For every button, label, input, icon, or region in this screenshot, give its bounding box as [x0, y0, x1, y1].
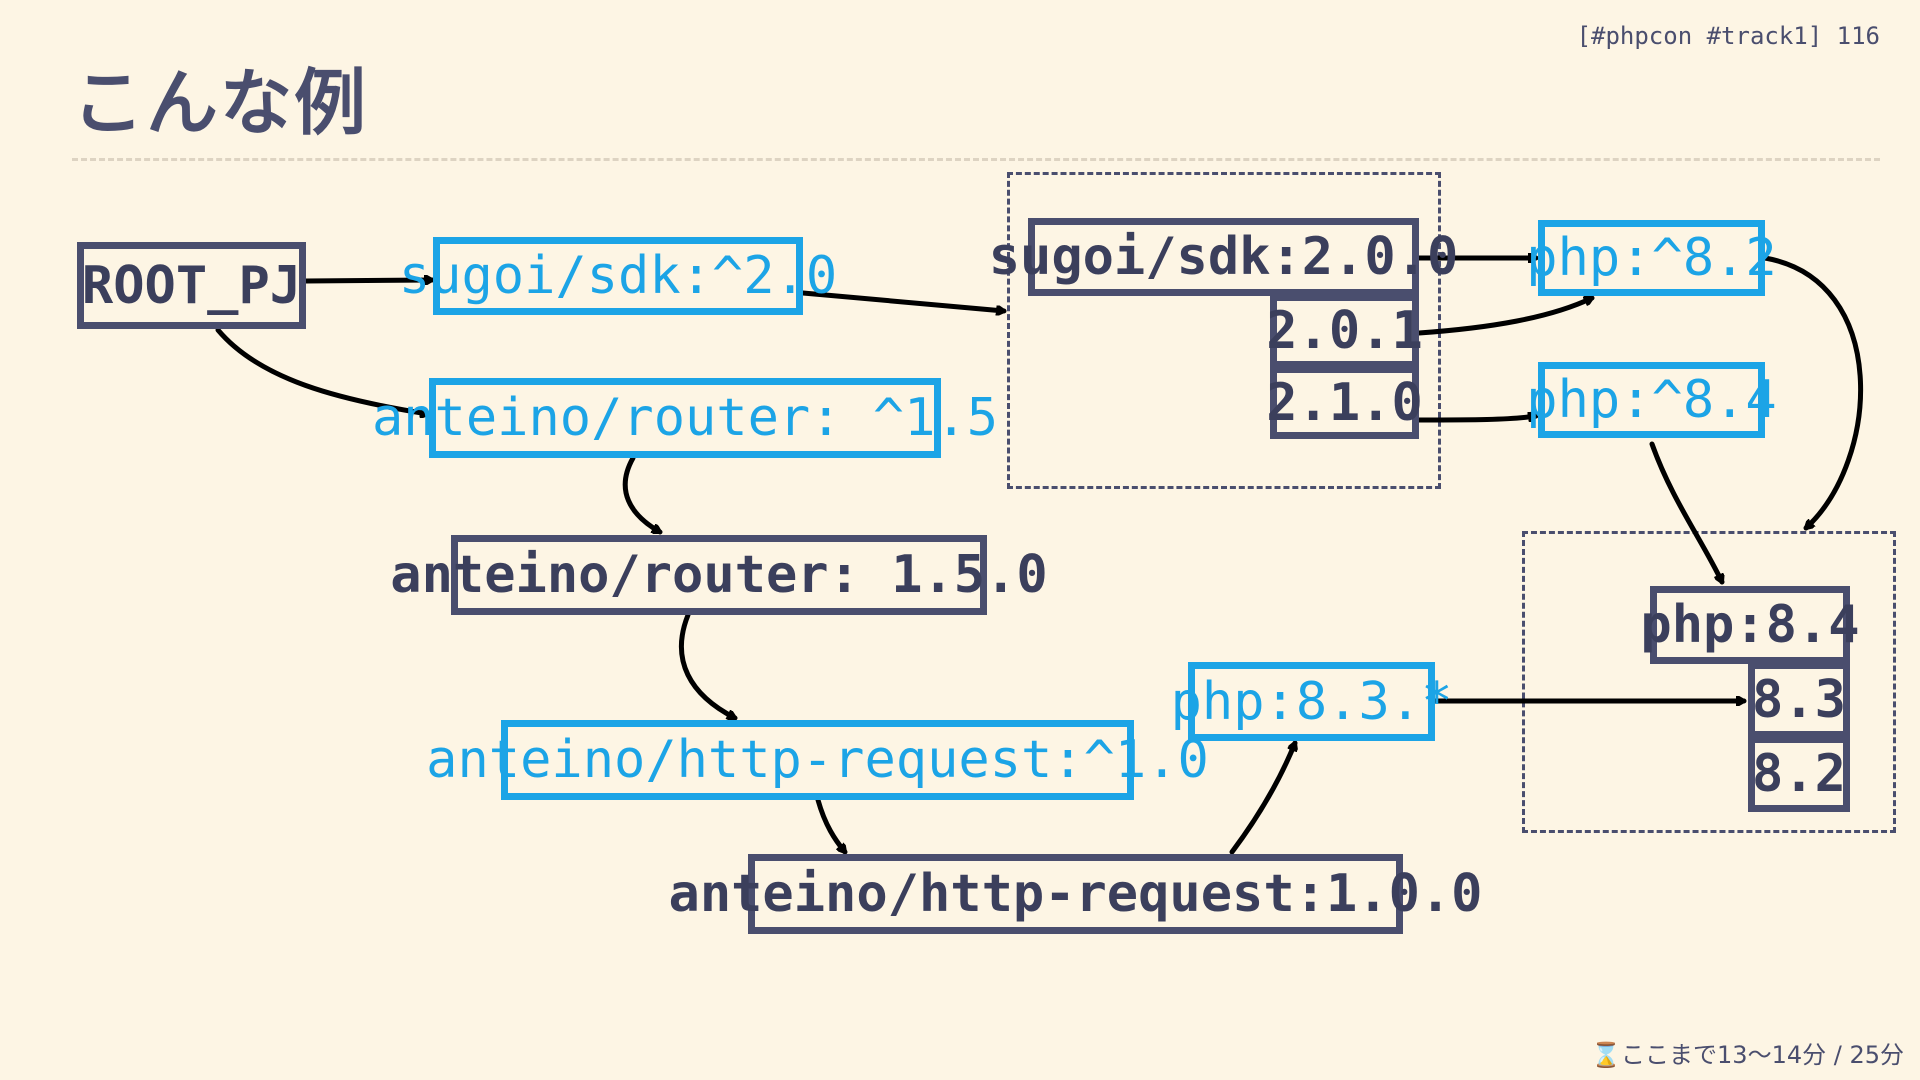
php82-constraint-node: php:^8.2 — [1526, 220, 1777, 296]
arrow-sugoi-req-to-group — [800, 290, 1007, 311]
router-constraint-node: anteino/router: ^1.5 — [372, 378, 998, 458]
php83-constraint-node: php:8.3.* — [1171, 662, 1452, 741]
sugoi-sdk-constraint-node: sugoi/sdk:^2.0 — [399, 237, 837, 315]
php84-resolved-node: php:8.4 — [1640, 586, 1860, 664]
php-versions-group — [1522, 531, 1896, 833]
arrow-router-req-to-res — [622, 455, 663, 535]
router-resolved-node: anteino/router: 1.5.0 — [390, 535, 1048, 615]
http-request-constraint-node: anteino/http-request:^1.0 — [426, 720, 1209, 800]
sugoi-sdk-210-node: 2.1.0 — [1266, 366, 1423, 439]
time-progress: ⌛ここまで13〜14分 / 25分 — [1591, 1041, 1904, 1069]
php84-constraint-node: php:^8.4 — [1526, 362, 1777, 438]
sugoi-sdk-201-node: 2.0.1 — [1266, 294, 1423, 368]
http-request-resolved-node: anteino/http-request:1.0.0 — [669, 854, 1483, 934]
title-divider — [72, 158, 1880, 161]
root-project-node: ROOT_PJ — [77, 242, 306, 329]
arrow-router-res-to-http-req — [678, 612, 738, 721]
arrow-php82-to-php-group — [1762, 255, 1864, 531]
sugoi-sdk-200-node: sugoi/sdk:2.0.0 — [989, 218, 1458, 296]
php83-resolved-node: 8.3 — [1748, 662, 1850, 738]
arrow-sugoi210-to-php84 — [1416, 416, 1539, 423]
arrow-http-req-to-res — [815, 797, 848, 855]
php82-resolved-node: 8.2 — [1748, 736, 1850, 812]
arrow-http-res-to-php83-req — [1229, 740, 1295, 855]
arrow-php84-to-php84-res — [1649, 441, 1722, 585]
arrow-root-to-router-req — [215, 327, 431, 414]
arrow-root-to-sugoi-req — [303, 280, 435, 281]
arrow-sugoi201-to-php82 — [1416, 298, 1595, 336]
slide-tag: [#phpcon #track1] 116 — [1576, 22, 1880, 50]
slide-title: こんな例 — [72, 61, 369, 145]
